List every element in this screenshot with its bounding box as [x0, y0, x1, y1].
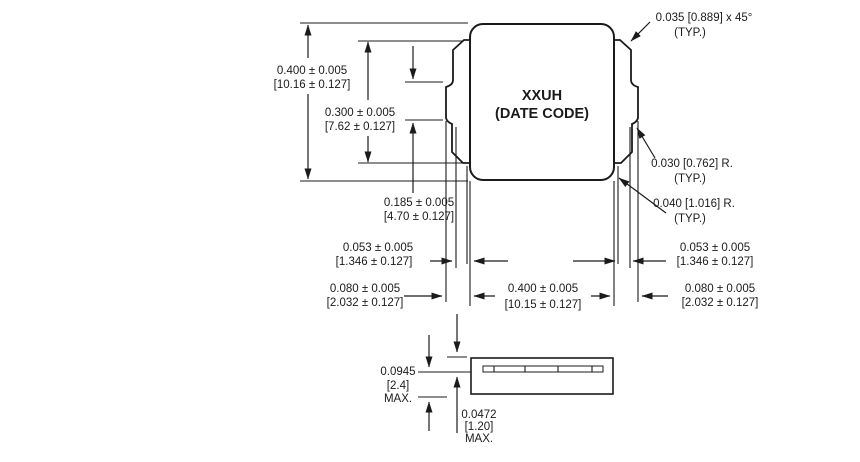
annotation-corner-radius-value: 0.040 [1.016] R.: [653, 198, 735, 210]
dim-element-height-value: 0.0472: [461, 409, 496, 421]
marking-text-line1: XXUH: [522, 88, 562, 104]
side-view-body: [470, 357, 614, 395]
annotation-corner-radius: 0.040 [1.016] R. (TYP.): [618, 177, 735, 225]
dim-body-height: 0.400 ± 0.005 [10.16 ± 0.127]: [274, 24, 351, 180]
dim-profile-height-metric: [2.4]: [387, 380, 409, 392]
annotation-chamfer-value: 0.035 [0.889] x 45°: [656, 12, 753, 24]
dim-terminal-mid-height-value: 0.185 ± 0.005: [384, 197, 454, 209]
left-terminal: [445, 39, 470, 164]
annotation-corner-radius-typ: (TYP.): [674, 213, 706, 225]
dim-profile-height: 0.0945 [2.4] MAX.: [380, 335, 471, 431]
dim-body-height-value: 0.400 ± 0.005: [277, 65, 347, 77]
right-terminal: [614, 39, 639, 164]
dim-terminal-mid-height-metric: [4.70 ± 0.127]: [384, 211, 454, 223]
dim-terminal-width-left-metric: [1.346 ± 0.127]: [336, 256, 413, 268]
dim-foot-width-left-value: 0.080 ± 0.005: [330, 283, 400, 295]
dim-body-height-metric: [10.16 ± 0.127]: [274, 79, 351, 91]
dim-terminal-height-metric: [7.62 ± 0.127]: [325, 121, 395, 133]
annotation-notch-radius-typ: (TYP.): [674, 173, 706, 185]
annotation-chamfer-typ: (TYP.): [674, 27, 706, 39]
dim-element-height: 0.0472 [1.20] MAX.: [447, 314, 497, 445]
annotation-notch-radius: 0.030 [0.762] R. (TYP.): [636, 127, 733, 185]
dim-foot-width-left-metric: [2.032 ± 0.127]: [327, 297, 404, 309]
package-body: [469, 23, 615, 181]
dim-terminal-width-left: 0.053 ± 0.005 [1.346 ± 0.127]: [336, 242, 508, 268]
dim-body-width-value: 0.400 ± 0.005: [508, 283, 578, 295]
dim-element-height-metric: [1.20]: [465, 421, 494, 433]
dim-foot-width-right-metric: [2.032 ± 0.127]: [682, 297, 759, 309]
dim-body-width: 0.400 ± 0.005 [10.15 ± 0.127]: [473, 283, 611, 311]
dim-terminal-width-right-value: 0.053 ± 0.005: [680, 242, 750, 254]
marking-text-line2: (DATE CODE): [495, 106, 589, 122]
dim-element-height-max: MAX.: [465, 433, 493, 445]
side-view: [470, 357, 614, 395]
dim-body-width-metric: [10.15 ± 0.127]: [505, 299, 582, 311]
dim-terminal-width-right: 0.053 ± 0.005 [1.346 ± 0.127]: [573, 242, 753, 268]
annotation-chamfer: 0.035 [0.889] x 45° (TYP.): [630, 12, 753, 42]
dim-terminal-width-left-value: 0.053 ± 0.005: [343, 242, 413, 254]
dim-foot-width-right: 0.080 ± 0.005 [2.032 ± 0.127]: [641, 283, 759, 309]
dim-profile-height-max: MAX.: [384, 393, 412, 405]
top-view: XXUH (DATE CODE): [445, 23, 639, 181]
annotation-notch-radius-value: 0.030 [0.762] R.: [651, 158, 733, 170]
dim-terminal-mid-height: 0.185 ± 0.005 [4.70 ± 0.127]: [384, 46, 454, 223]
dim-profile-height-value: 0.0945: [380, 366, 415, 378]
dim-terminal-height-value: 0.300 ± 0.005: [325, 107, 395, 119]
dim-terminal-height: 0.300 ± 0.005 [7.62 ± 0.127]: [325, 41, 395, 163]
extension-lines: [300, 22, 639, 306]
side-view-element: [482, 365, 604, 373]
dim-foot-width-left: 0.080 ± 0.005 [2.032 ± 0.127]: [327, 283, 443, 309]
dim-terminal-width-right-metric: [1.346 ± 0.127]: [677, 256, 754, 268]
dim-foot-width-right-value: 0.080 ± 0.005: [685, 283, 755, 295]
